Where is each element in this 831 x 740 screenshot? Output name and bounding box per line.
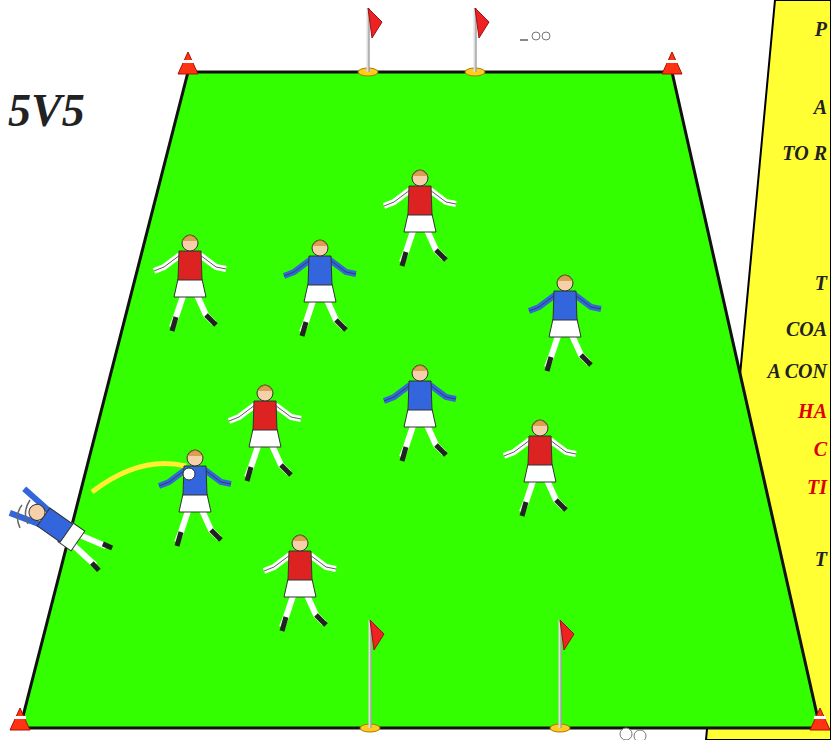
player	[384, 365, 456, 461]
shorts	[549, 319, 581, 337]
boot	[247, 465, 291, 481]
shorts	[249, 429, 281, 447]
boot	[177, 530, 221, 546]
player	[529, 275, 601, 371]
hair	[412, 170, 428, 176]
shirt	[408, 186, 432, 215]
goalkeeper	[8, 487, 114, 574]
spare-balls	[520, 32, 646, 740]
shirt	[408, 381, 432, 410]
shorts	[179, 494, 211, 512]
shirt	[553, 291, 577, 320]
player	[229, 385, 301, 481]
panel-note: C	[814, 438, 827, 460]
drill-title: 5V5	[8, 86, 85, 137]
shorts	[304, 284, 336, 302]
head	[412, 365, 428, 381]
player	[264, 535, 336, 631]
hair	[182, 235, 198, 241]
head	[312, 240, 328, 256]
cone-stripe	[182, 60, 194, 63]
head	[292, 535, 308, 551]
head	[182, 235, 198, 251]
flags	[358, 8, 574, 732]
head	[187, 450, 203, 466]
flag	[368, 8, 382, 38]
shirt	[183, 466, 207, 495]
head	[412, 170, 428, 186]
hair	[257, 385, 273, 391]
hair	[532, 420, 548, 426]
head	[532, 420, 548, 436]
hair	[412, 365, 428, 371]
cone	[178, 52, 198, 74]
panel-note: T	[815, 272, 827, 294]
flag	[370, 620, 384, 650]
flag-pole	[369, 620, 372, 728]
hair	[187, 450, 203, 456]
shirt	[178, 251, 202, 280]
boot	[402, 445, 446, 461]
shorts	[174, 279, 206, 297]
panel-note: HA	[798, 400, 827, 422]
panel-note: TI	[807, 476, 827, 498]
cone	[10, 708, 30, 730]
head	[257, 385, 273, 401]
ball	[183, 468, 195, 480]
cone	[810, 708, 830, 730]
cone	[662, 52, 682, 74]
panel-note: TO R	[782, 142, 827, 164]
head	[557, 275, 573, 291]
player	[159, 450, 231, 546]
boot	[402, 250, 446, 266]
panel-note: COA	[786, 318, 827, 340]
player	[154, 235, 226, 331]
panel-note: T	[815, 548, 827, 570]
panel-note: A	[814, 96, 827, 118]
hair	[292, 535, 308, 541]
hair	[312, 240, 328, 246]
boot	[172, 315, 216, 331]
shorts	[404, 409, 436, 427]
boot	[89, 542, 114, 570]
flag-pole-edge	[561, 620, 562, 728]
flag	[560, 620, 574, 650]
shirt	[253, 401, 277, 430]
shorts	[524, 464, 556, 482]
pitch	[20, 72, 820, 728]
players	[8, 170, 601, 631]
boot	[282, 615, 326, 631]
cone-stripe	[14, 716, 26, 719]
motion-lines	[17, 500, 30, 528]
player	[504, 420, 576, 516]
cone-stripe	[666, 60, 678, 63]
player	[384, 170, 456, 266]
hair	[557, 275, 573, 281]
panel-note: P	[815, 18, 827, 40]
shirt	[288, 551, 312, 580]
cone-stripe	[814, 716, 826, 719]
boot	[302, 320, 346, 336]
cones	[10, 52, 830, 730]
boot	[547, 355, 591, 371]
boot	[522, 500, 566, 516]
flag-pole	[559, 620, 562, 728]
shorts	[404, 214, 436, 232]
player	[284, 240, 356, 336]
head	[26, 501, 48, 523]
flag	[475, 8, 489, 38]
shorts	[284, 579, 316, 597]
shirt	[528, 436, 552, 465]
panel-note: A CON	[768, 360, 827, 382]
shirt	[308, 256, 332, 285]
flag-pole-edge	[371, 620, 372, 728]
